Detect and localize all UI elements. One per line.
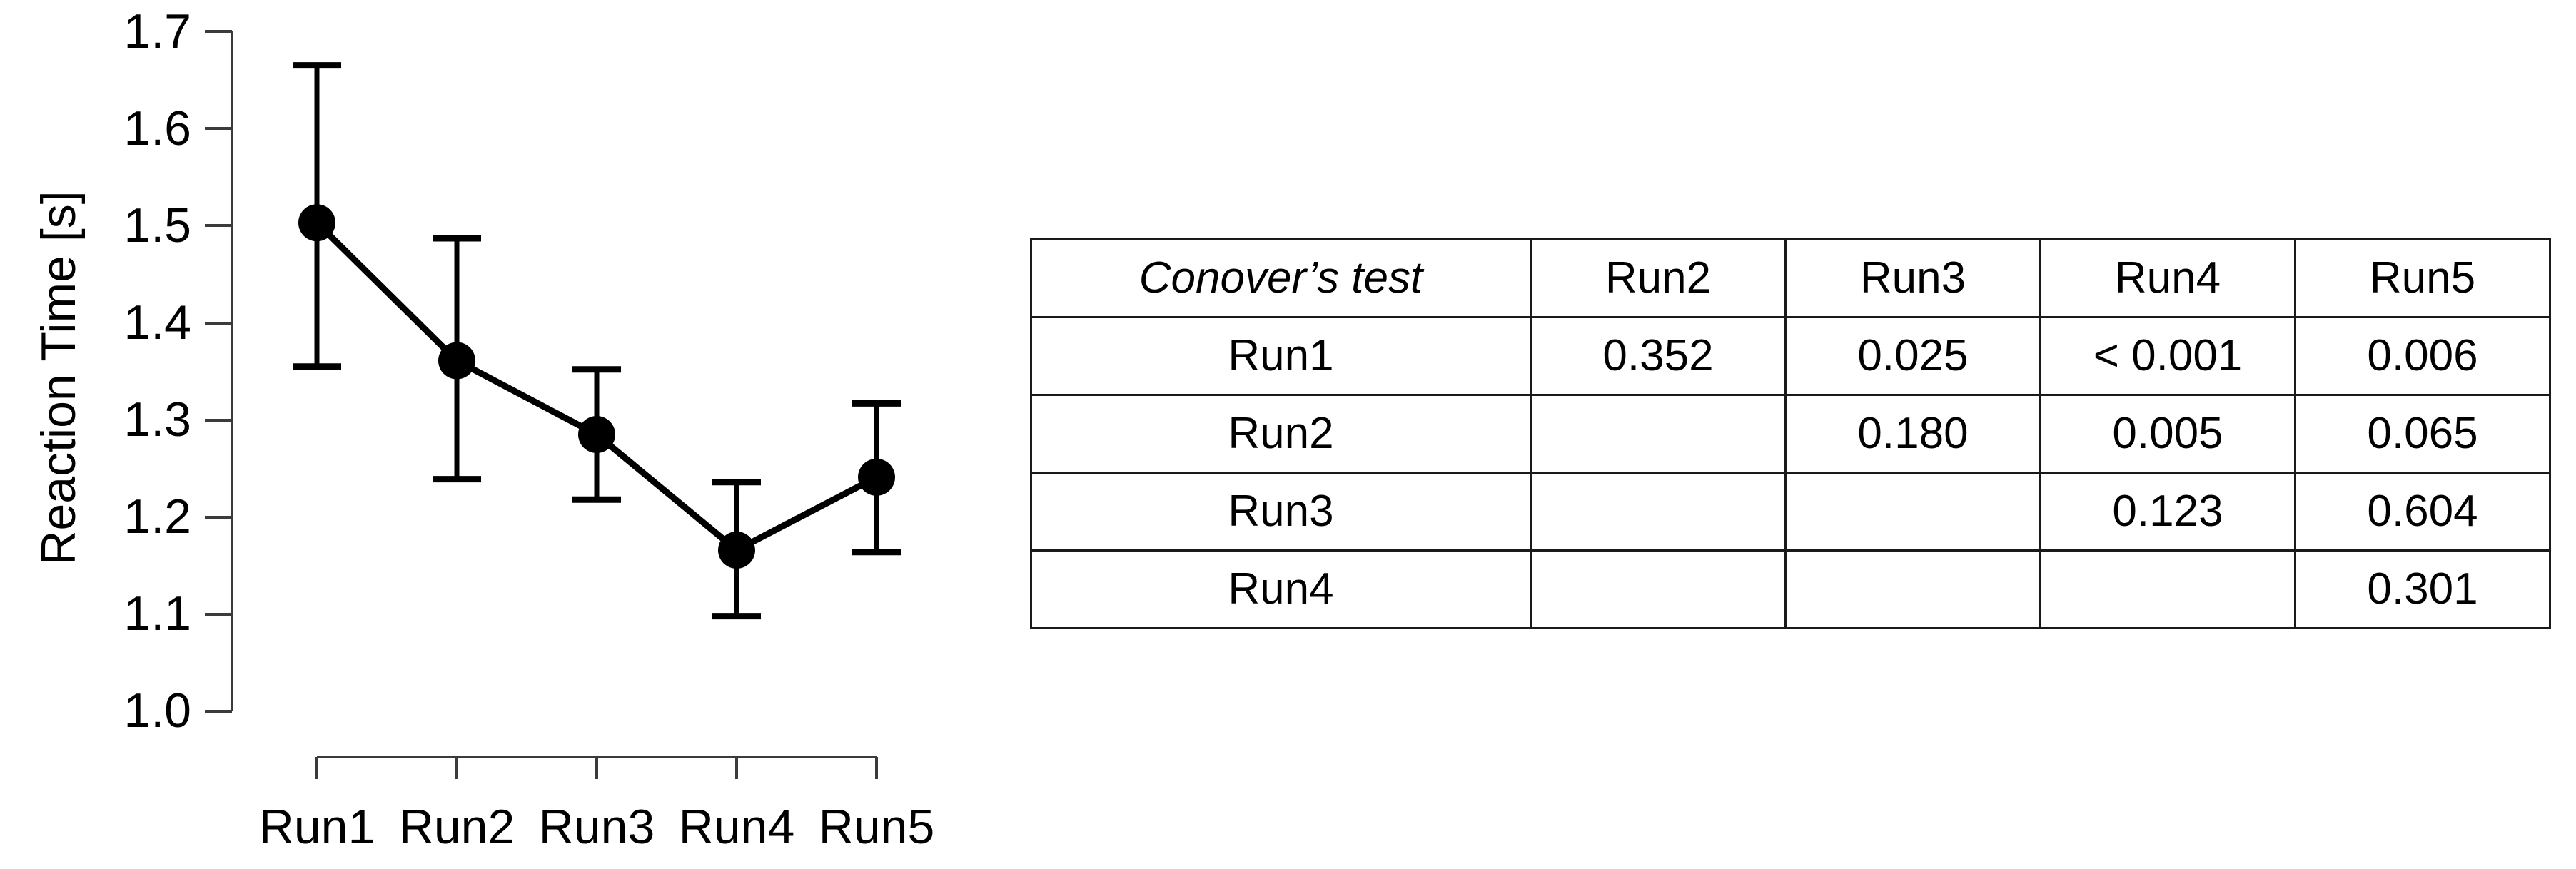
x-category-label: Run4: [679, 800, 795, 854]
data-point-markers: [298, 204, 895, 569]
pvalue-cell-run4-run2: [1530, 549, 1787, 629]
pvalue-cell-run1-run3: 0.025: [1784, 316, 2041, 396]
pvalue-cell-run2-run5: 0.065: [2294, 394, 2551, 474]
row-header-run2: Run2: [1030, 394, 1532, 474]
y-tick-label: 1.3: [123, 392, 191, 447]
reaction-time-chart: Reaction Time [s] 1.7 1.6 1.5 1.4 1.3 1.…: [0, 0, 999, 869]
data-point-Run3: [578, 415, 615, 453]
pvalue-cell-run3-run5: 0.604: [2294, 472, 2551, 552]
column-header-run3: Run3: [1784, 238, 2041, 318]
chart-svg: Reaction Time [s] 1.7 1.6 1.5 1.4 1.3 1.…: [31, 4, 935, 854]
error-bars: [293, 62, 901, 620]
pvalue-cell-run1-run5: 0.006: [2294, 316, 2551, 396]
table-header-row: Conover’s test Run2 Run3 Run4 Run5: [1030, 238, 2551, 318]
pvalue-cell-run1-run4: < 0.001: [2039, 316, 2296, 396]
x-category-label: Run2: [399, 800, 515, 854]
y-tick-label: 1.6: [123, 101, 191, 156]
pvalue-cell-run2-run4: 0.005: [2039, 394, 2296, 474]
pvalue-cell-run3-run3: [1784, 472, 2041, 552]
row-header-run3: Run3: [1030, 472, 1532, 552]
pvalue-cell-run1-run2: 0.352: [1530, 316, 1787, 396]
y-tick-label: 1.1: [123, 586, 191, 641]
table-corner-label: Conover’s test: [1030, 238, 1532, 318]
pvalue-cell-run2-run3: 0.180: [1784, 394, 2041, 474]
x-axis-ticks: [315, 757, 878, 779]
pvalue-cell-run4-run4: [2039, 549, 2296, 629]
data-point-Run2: [438, 342, 475, 380]
row-header-run1: Run1: [1030, 316, 1532, 396]
x-category-label: Run1: [259, 800, 375, 854]
y-tick-label: 1.2: [123, 489, 191, 544]
y-axis-label: Reaction Time [s]: [31, 190, 86, 565]
y-tick-label: 1.4: [123, 295, 191, 350]
column-header-run2: Run2: [1530, 238, 1787, 318]
data-point-Run4: [718, 532, 755, 569]
data-point-Run1: [298, 204, 335, 242]
pvalue-cell-run3-run4: 0.123: [2039, 472, 2296, 552]
data-point-Run5: [858, 458, 895, 496]
column-header-run5: Run5: [2294, 238, 2551, 318]
pvalue-cell-run4-run3: [1784, 549, 2041, 629]
column-header-run4: Run4: [2039, 238, 2296, 318]
y-tick-label: 1.7: [123, 4, 191, 59]
y-tick-label: 1.5: [123, 198, 191, 253]
x-category-label: Run5: [819, 800, 935, 854]
table-row: Run4 0.301: [1030, 549, 2551, 629]
row-header-run4: Run4: [1030, 549, 1532, 629]
x-axis-category-labels: Run1 Run2 Run3 Run4 Run5: [259, 800, 935, 854]
y-axis-tick-labels: 1.7 1.6 1.5 1.4 1.3 1.2 1.1 1.0: [123, 4, 191, 738]
pvalue-cell-run2-run2: [1530, 394, 1787, 474]
pvalue-cell-run3-run2: [1530, 472, 1787, 552]
y-tick-label: 1.0: [123, 683, 191, 738]
y-axis-ticks: [205, 30, 232, 713]
pvalue-cell-run4-run5: 0.301: [2294, 549, 2551, 629]
x-category-label: Run3: [539, 800, 655, 854]
